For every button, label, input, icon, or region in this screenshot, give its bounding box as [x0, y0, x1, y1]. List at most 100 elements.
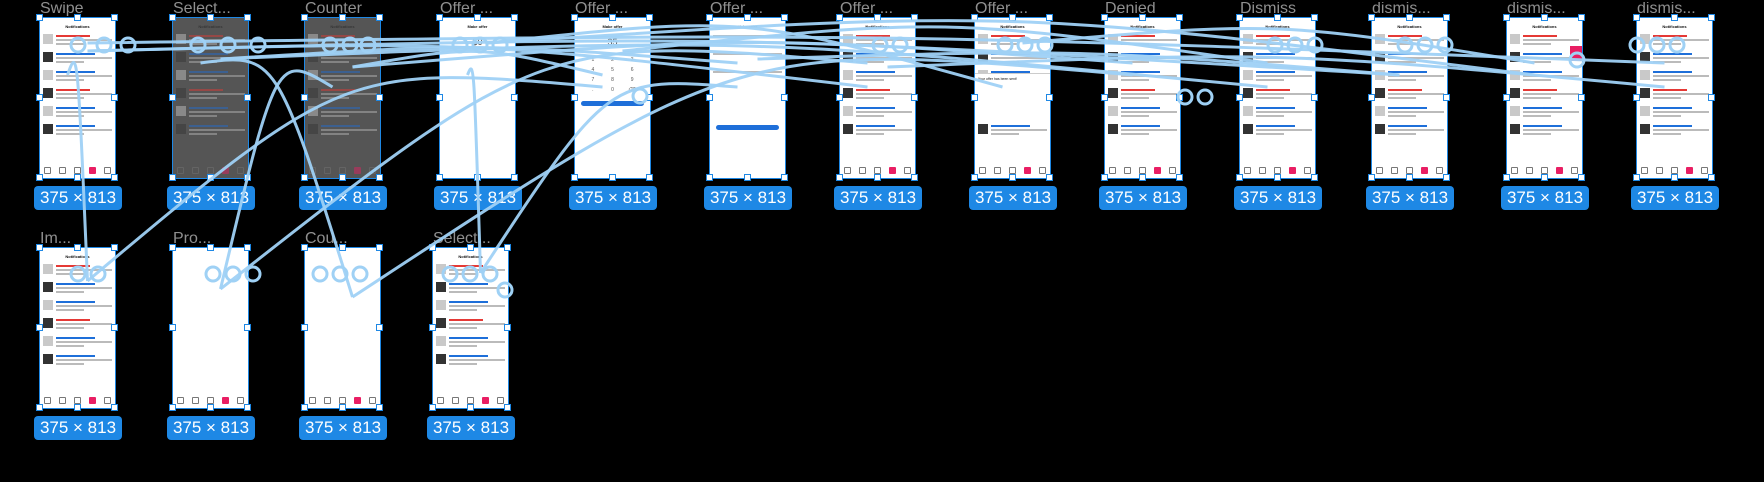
- hotspot-node[interactable]: [1306, 36, 1324, 54]
- resize-handle[interactable]: [706, 14, 713, 21]
- resize-handle[interactable]: [971, 174, 978, 181]
- resize-handle[interactable]: [338, 404, 346, 411]
- hotspot-node[interactable]: [1668, 36, 1686, 54]
- resize-handle[interactable]: [911, 174, 918, 181]
- connection-wire[interactable]: [622, 25, 1268, 65]
- connection-wire[interactable]: [66, 61, 89, 282]
- resize-handle[interactable]: [1236, 14, 1243, 21]
- resize-handle[interactable]: [1503, 14, 1510, 21]
- hotspot-node[interactable]: [441, 265, 459, 283]
- frame-title[interactable]: Offer ...: [840, 2, 894, 16]
- frame-title[interactable]: Dismiss: [1240, 2, 1296, 16]
- resize-handle[interactable]: [836, 94, 843, 101]
- resize-handle[interactable]: [571, 94, 578, 101]
- connection-wire[interactable]: [466, 67, 482, 274]
- resize-handle[interactable]: [1708, 94, 1715, 101]
- hotspot-node[interactable]: [1196, 88, 1214, 106]
- resize-handle[interactable]: [1176, 174, 1183, 181]
- resize-handle[interactable]: [1443, 174, 1450, 181]
- resize-handle[interactable]: [301, 324, 308, 331]
- resize-handle[interactable]: [1236, 174, 1243, 181]
- resize-handle[interactable]: [646, 14, 653, 21]
- resize-handle[interactable]: [169, 94, 176, 101]
- resize-handle[interactable]: [376, 94, 383, 101]
- connection-wire[interactable]: [351, 57, 1133, 299]
- hotspot-node[interactable]: [204, 265, 222, 283]
- hotspot-node[interactable]: [341, 36, 359, 54]
- frame-title[interactable]: Select...: [173, 2, 231, 16]
- resize-handle[interactable]: [376, 14, 383, 21]
- hotspot-node[interactable]: [331, 265, 349, 283]
- hotspot-node[interactable]: [1036, 36, 1054, 54]
- resize-handle[interactable]: [338, 244, 346, 251]
- hotspot-node[interactable]: [471, 36, 489, 54]
- resize-handle[interactable]: [206, 14, 214, 21]
- resize-handle[interactable]: [1368, 94, 1375, 101]
- hotspot-node[interactable]: [1286, 36, 1304, 54]
- resize-handle[interactable]: [1503, 174, 1510, 181]
- resize-handle[interactable]: [743, 174, 751, 181]
- resize-handle[interactable]: [911, 94, 918, 101]
- resize-handle[interactable]: [1405, 174, 1413, 181]
- resize-handle[interactable]: [1138, 14, 1146, 21]
- hotspot-node[interactable]: [311, 265, 329, 283]
- hotspot-node[interactable]: [1416, 36, 1434, 54]
- resize-handle[interactable]: [301, 94, 308, 101]
- resize-handle[interactable]: [244, 244, 251, 251]
- resize-handle[interactable]: [206, 244, 214, 251]
- resize-handle[interactable]: [376, 404, 383, 411]
- resize-handle[interactable]: [36, 244, 43, 251]
- resize-handle[interactable]: [36, 14, 43, 21]
- resize-handle[interactable]: [1101, 94, 1108, 101]
- resize-handle[interactable]: [1046, 94, 1053, 101]
- hotspot-node[interactable]: [69, 265, 87, 283]
- resize-handle[interactable]: [1443, 94, 1450, 101]
- resize-handle[interactable]: [466, 244, 474, 251]
- hotspot-node[interactable]: [496, 281, 514, 299]
- connection-wire[interactable]: [757, 51, 1400, 77]
- resize-handle[interactable]: [1236, 94, 1243, 101]
- resize-handle[interactable]: [1633, 174, 1640, 181]
- hotspot-node[interactable]: [359, 36, 377, 54]
- resize-handle[interactable]: [1101, 14, 1108, 21]
- resize-handle[interactable]: [244, 324, 251, 331]
- resize-handle[interactable]: [1311, 14, 1318, 21]
- resize-handle[interactable]: [301, 244, 308, 251]
- hotspot-node[interactable]: [461, 265, 479, 283]
- hotspot-node[interactable]: [891, 36, 909, 54]
- hotspot-node[interactable]: [1396, 36, 1414, 54]
- hotspot-node[interactable]: [224, 265, 242, 283]
- resize-handle[interactable]: [36, 324, 43, 331]
- resize-handle[interactable]: [73, 244, 81, 251]
- resize-handle[interactable]: [743, 14, 751, 21]
- resize-handle[interactable]: [436, 14, 443, 21]
- resize-handle[interactable]: [436, 174, 443, 181]
- resize-handle[interactable]: [504, 404, 511, 411]
- hotspot-node[interactable]: [631, 87, 649, 105]
- frame-title[interactable]: Offer ...: [575, 2, 629, 16]
- resize-handle[interactable]: [511, 94, 518, 101]
- resize-handle[interactable]: [873, 174, 881, 181]
- resize-handle[interactable]: [1578, 14, 1585, 21]
- hotspot-node[interactable]: [244, 265, 262, 283]
- resize-handle[interactable]: [511, 174, 518, 181]
- resize-handle[interactable]: [338, 174, 346, 181]
- resize-handle[interactable]: [1273, 174, 1281, 181]
- resize-handle[interactable]: [73, 404, 81, 411]
- resize-handle[interactable]: [646, 174, 653, 181]
- resize-handle[interactable]: [436, 94, 443, 101]
- resize-handle[interactable]: [1633, 14, 1640, 21]
- resize-handle[interactable]: [706, 174, 713, 181]
- hotspot-node[interactable]: [1266, 36, 1284, 54]
- resize-handle[interactable]: [1708, 174, 1715, 181]
- frame-title[interactable]: Cou...: [305, 232, 348, 246]
- resize-handle[interactable]: [36, 174, 43, 181]
- resize-handle[interactable]: [1273, 14, 1281, 21]
- frame-title[interactable]: dismis...: [1637, 2, 1696, 16]
- screen-frame[interactable]: [172, 247, 249, 409]
- frame-title[interactable]: Offer ...: [440, 2, 494, 16]
- connection-wire[interactable]: [86, 76, 603, 283]
- hotspot-node[interactable]: [481, 265, 499, 283]
- frame-title[interactable]: Counter: [305, 2, 362, 16]
